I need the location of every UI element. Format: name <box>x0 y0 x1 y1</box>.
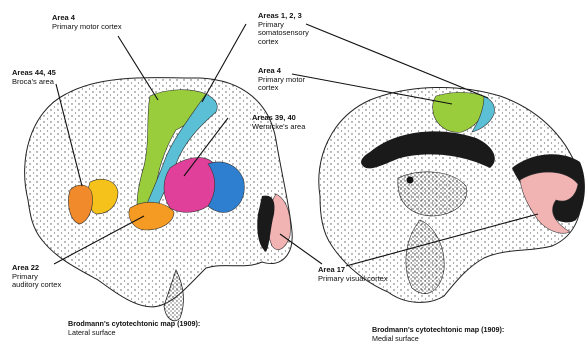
medial-ventricle-dot <box>407 177 414 184</box>
label-area4-medial-desc: Primary motor cortex <box>258 75 305 93</box>
label-area17: Area 17 Primary visual cortex <box>318 266 388 283</box>
label-area22-desc: Primary auditory cortex <box>12 272 61 290</box>
caption-lateral-sub: Lateral surface <box>68 328 116 337</box>
leader-areas123-medial <box>306 24 488 98</box>
label-areas4445-desc: Broca's area <box>12 77 54 86</box>
label-areas3940-desc: Wernicke's area <box>252 122 305 131</box>
label-area4-lateral: Area 4 Primary motor cortex <box>52 14 122 31</box>
caption-medial-sub: Medial surface <box>372 334 419 343</box>
label-areas3940: Areas 39, 40 Wernicke's area <box>252 114 305 131</box>
label-areas123: Areas 1, 2, 3 Primary somatosensory cort… <box>258 12 320 46</box>
label-area22: Area 22 Primary auditory cortex <box>12 264 64 290</box>
caption-medial: Brodmann's cytotechtonic map (1909): Med… <box>372 326 504 343</box>
label-area17-desc: Primary visual cortex <box>318 274 388 283</box>
caption-lateral: Brodmann's cytotechtonic map (1909): Lat… <box>68 320 200 337</box>
label-area4-lateral-desc: Primary motor cortex <box>52 22 122 31</box>
label-areas123-desc: Primary somatosensory cortex <box>258 20 309 46</box>
label-areas4445: Areas 44, 45 Broca's area <box>12 69 56 86</box>
label-area4-medial: Area 4 Primary motor cortex <box>258 67 314 93</box>
